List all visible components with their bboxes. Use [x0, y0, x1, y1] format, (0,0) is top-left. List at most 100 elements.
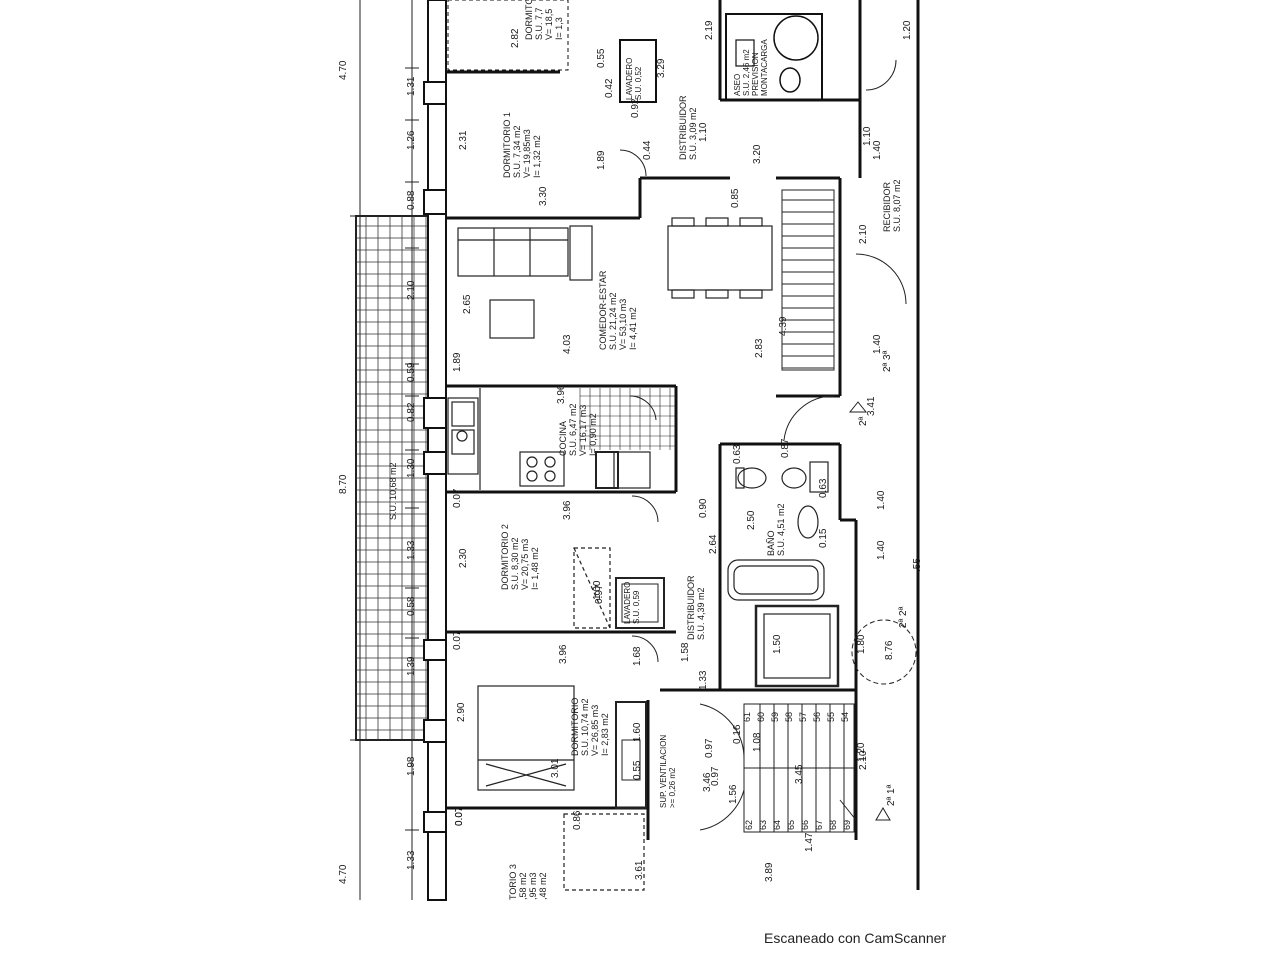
dining-furniture: [457, 217, 773, 339]
dim-inner-4: 0.59: [406, 362, 417, 382]
dim-inner-1: 1.26: [406, 130, 417, 150]
dim-interior-14: 1.60: [632, 722, 643, 742]
dim-interior-13: 3.01: [550, 758, 561, 778]
dim-interior-39: 0.55: [596, 48, 607, 68]
level-markers: [839, 401, 891, 821]
aseo-block: [447, 0, 823, 103]
dim-interior-47: 0.97: [704, 738, 715, 758]
room-label-ventilacion: SUP. VENTILACION >= 0,26 m2: [659, 733, 677, 808]
dim-inner-11: 1.33: [406, 850, 417, 870]
dim-interior-32: 3.20: [752, 144, 763, 164]
dim-interior-28: 1.40: [876, 490, 887, 510]
dim-interior-20: 2.64: [708, 534, 719, 554]
room-label-cocina: COCINA S.U. 6,47 m2 V= 16,17 m3 I= 0,90 …: [558, 401, 598, 456]
level-label-3: 2ª: [858, 416, 869, 426]
dim-interior-55: 0.15: [818, 528, 829, 548]
room-label-dormitorio-top: DORMITO S.U. 7,7 V= 18,5 I= 1,3: [524, 0, 564, 40]
dim-interior-37: 0.44: [642, 140, 653, 160]
stair-number-4: 58: [784, 712, 794, 722]
dim-interior-38: 0.92: [630, 98, 641, 118]
dim-interior-24: 1.80: [856, 634, 867, 654]
room-label-distribuidor1: DISTRIBUIDOR S.U. 3,09 m2: [678, 93, 698, 160]
stair-number-12: 66: [800, 820, 810, 830]
outer-dimension-labels: 4.70 8.70 4.70: [338, 60, 349, 884]
dim-interior-66: 1.00: [592, 580, 603, 600]
inner-dimension-labels: 1.311.260.882.100.590.821.301.330.581.39…: [406, 76, 417, 870]
dim-interior-4: 2.65: [462, 294, 473, 314]
dim-interior-36: 3.29: [656, 58, 667, 78]
dim-inner-8: 0.58: [406, 596, 417, 616]
room-label-dormitorio-principal: DORMITORIO S.U. 10,74 m2 V= 26,85 m3 I= …: [570, 695, 610, 756]
level-label-2: 2ª 1ª: [886, 784, 897, 806]
room-label-dormitorio1: DORMITORIO 1 S.U. 7,34 m2 V= 19,85m3 I= …: [502, 110, 542, 178]
stair-number-9: 63: [758, 820, 768, 830]
bathroom-fittings: [727, 461, 840, 688]
room-label-bano: BAÑO S.U. 4,51 m2: [766, 503, 786, 556]
dim-interior-45: 0.97: [710, 766, 721, 786]
room-label-dormitorio3: TORIO 3 ,58 m2 ,95 m3 ,48 m2: [508, 862, 548, 900]
bed-furniture: [477, 547, 645, 891]
lavadero-2: [615, 577, 665, 809]
dim-interior-63: .55: [912, 558, 923, 572]
dim-interior-21: 0.90: [698, 498, 709, 518]
left-dimension-lines: [350, 0, 419, 900]
dim-interior-15: 0.55: [632, 760, 643, 780]
stair-number-15: 69: [842, 820, 852, 830]
dim-interior-61: 1.47: [804, 832, 815, 852]
dim-inner-5: 0.82: [406, 402, 417, 422]
stair-number-6: 60: [756, 712, 766, 722]
dim-interior-43: 3.46: [702, 772, 713, 792]
dim-inner-7: 1.33: [406, 540, 417, 560]
dim-interior-64: 8.76: [884, 640, 895, 660]
dim-interior-27: 1.40: [872, 334, 883, 354]
dim-interior-58: 0.87: [780, 438, 791, 458]
dim-interior-46: 0.16: [732, 724, 743, 744]
terrace: [355, 215, 429, 741]
dim-interior-51: 0.07: [452, 488, 463, 508]
dim-interior-40: 0.42: [604, 78, 615, 98]
stair-number-11: 65: [786, 820, 796, 830]
level-label-1: 2ª 2ª: [898, 606, 909, 628]
room-label-distribuidor2: DISTRIBUIDOR S.U. 4,39 m2: [686, 573, 706, 640]
dim-interior-9: 3.96: [562, 500, 573, 520]
dim-interior-12: 2.90: [456, 702, 467, 722]
dim-interior-65: 1.20: [902, 20, 913, 40]
dim-inner-2: 0.88: [406, 190, 417, 210]
dim-interior-2: 3.30: [538, 186, 549, 206]
dim-interior-54: 0.07: [454, 806, 465, 826]
dim-interior-11: 3.96: [558, 644, 569, 664]
dim-inner-10: 1.98: [406, 756, 417, 776]
dim-interior-59: 0.86: [572, 810, 583, 830]
level-label-0: 2ª 3ª: [882, 350, 893, 372]
dim-interior-30: 1.10: [698, 122, 709, 142]
dim-outer-0: 4.70: [338, 60, 349, 80]
dim-outer-2: 4.70: [338, 864, 349, 884]
dim-interior-22: 2.50: [746, 510, 757, 530]
stair-number-0: 54: [840, 712, 850, 722]
exterior-wall: [427, 0, 447, 901]
dim-interior-50: 1.89: [452, 352, 463, 372]
dim-interior-44: 1.56: [728, 784, 739, 804]
dim-interior-18: 1.58: [680, 642, 691, 662]
dim-interior-8: 3.96: [556, 384, 567, 404]
dim-interior-42: 3.41: [866, 396, 877, 416]
dim-interior-53: 0.07: [454, 806, 465, 826]
dim-inner-6: 1.30: [406, 458, 417, 478]
dim-interior-5: 4.03: [562, 334, 573, 354]
stair-number-3: 57: [798, 712, 808, 722]
dim-interior-17: 1.68: [632, 646, 643, 666]
dim-interior-0: 2.82: [510, 28, 521, 48]
dim-interior-35: 2.19: [704, 20, 715, 40]
dim-interior-34: 2.10: [858, 750, 869, 770]
dim-interior-10: 2.30: [458, 548, 469, 568]
dim-interior-29: 1.40: [876, 540, 887, 560]
stair-number-8: 62: [744, 820, 754, 830]
stair-number-13: 67: [814, 820, 824, 830]
dim-inner-3: 2.10: [406, 280, 417, 300]
stair-number-2: 56: [812, 712, 822, 722]
dim-interior-48: 1.08: [752, 732, 763, 752]
stairs: [743, 189, 855, 833]
room-label-lavadero1: LAVADERO S.U. 0,52: [625, 55, 643, 100]
